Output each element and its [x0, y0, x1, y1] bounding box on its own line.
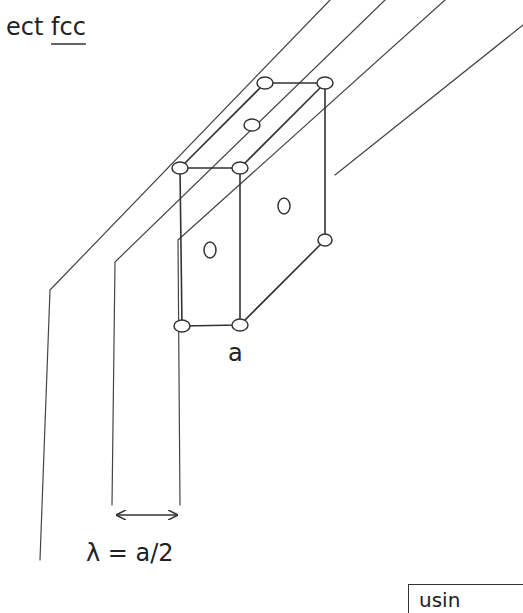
- lattice-constant: a: [228, 340, 243, 366]
- note-text: usin: [409, 585, 523, 613]
- title-note: ect fcc: [6, 14, 86, 40]
- unit-cell: [180, 83, 325, 326]
- spacing-arrow: [117, 514, 177, 515]
- plane-spacing: λ = a/2: [86, 540, 174, 566]
- underline: [51, 43, 86, 45]
- atoms: [172, 77, 333, 332]
- lattice-planes: [40, 0, 523, 560]
- note-box: usin: [408, 584, 523, 613]
